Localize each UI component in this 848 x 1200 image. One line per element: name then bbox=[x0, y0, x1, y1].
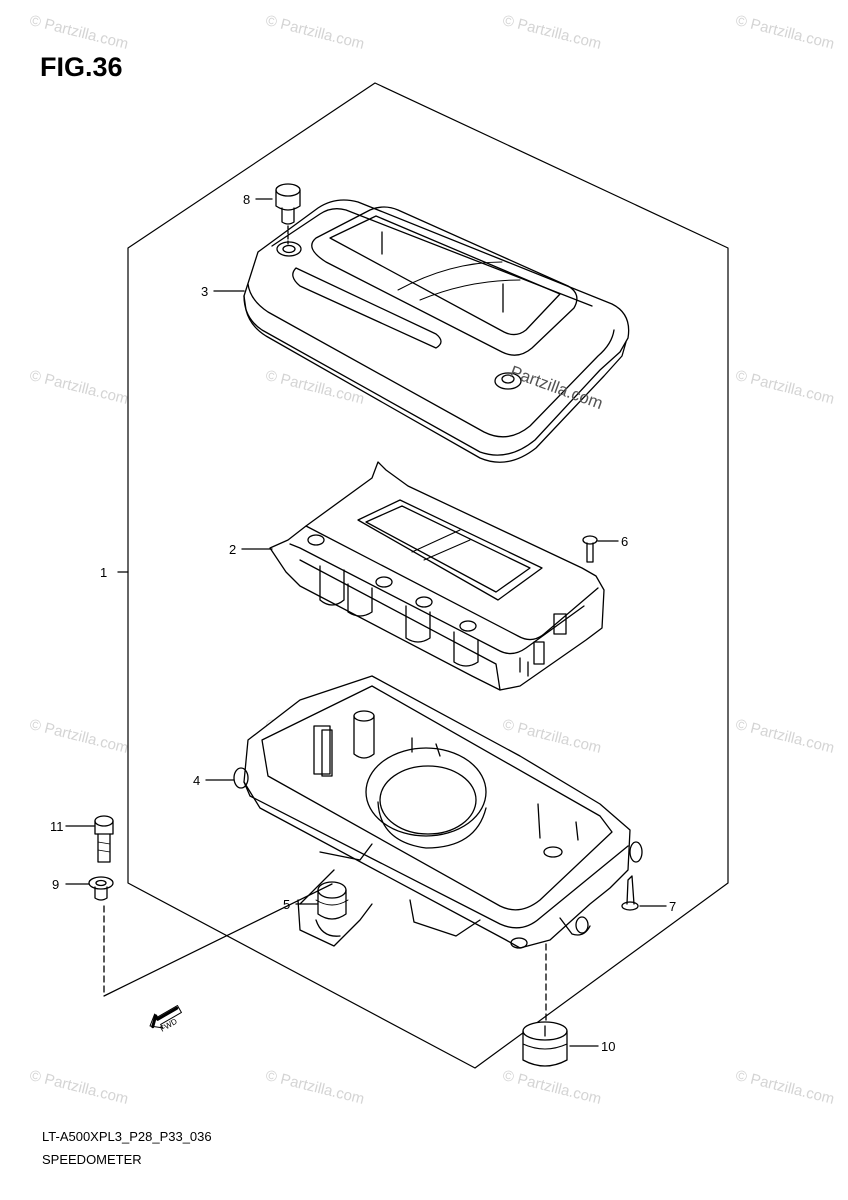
part-2-meter-unit bbox=[269, 461, 605, 691]
part-6-screw bbox=[582, 535, 598, 563]
part-9-collar bbox=[88, 876, 114, 901]
callout-11: 11 bbox=[50, 819, 64, 834]
callout-2: 2 bbox=[229, 542, 236, 557]
part-11-bolt bbox=[94, 815, 114, 863]
callout-5: 5 bbox=[283, 897, 290, 912]
fwd-arrow-icon bbox=[149, 1005, 182, 1029]
drawing-code: LT-A500XPL3_P28_P33_036 bbox=[42, 1129, 212, 1144]
part-3-upper-cover bbox=[243, 199, 630, 463]
callout-6: 6 bbox=[621, 534, 628, 549]
callout-4: 4 bbox=[193, 773, 200, 788]
callout-7: 7 bbox=[669, 899, 676, 914]
callout-1: 1 bbox=[100, 565, 107, 580]
figure-caption: SPEEDOMETER bbox=[42, 1152, 142, 1167]
callout-3: 3 bbox=[201, 284, 208, 299]
part-8-screw bbox=[275, 183, 301, 247]
part-10-cushion bbox=[522, 1021, 568, 1067]
callout-9: 9 bbox=[52, 877, 59, 892]
part-5-grommet bbox=[315, 881, 349, 920]
part-4-lower-case bbox=[233, 675, 643, 949]
part-7-screw bbox=[621, 875, 639, 911]
callout-8: 8 bbox=[243, 192, 250, 207]
callout-10: 10 bbox=[601, 1039, 615, 1054]
figure-title: FIG.36 bbox=[40, 52, 123, 82]
assembly-boundary bbox=[127, 82, 729, 1069]
